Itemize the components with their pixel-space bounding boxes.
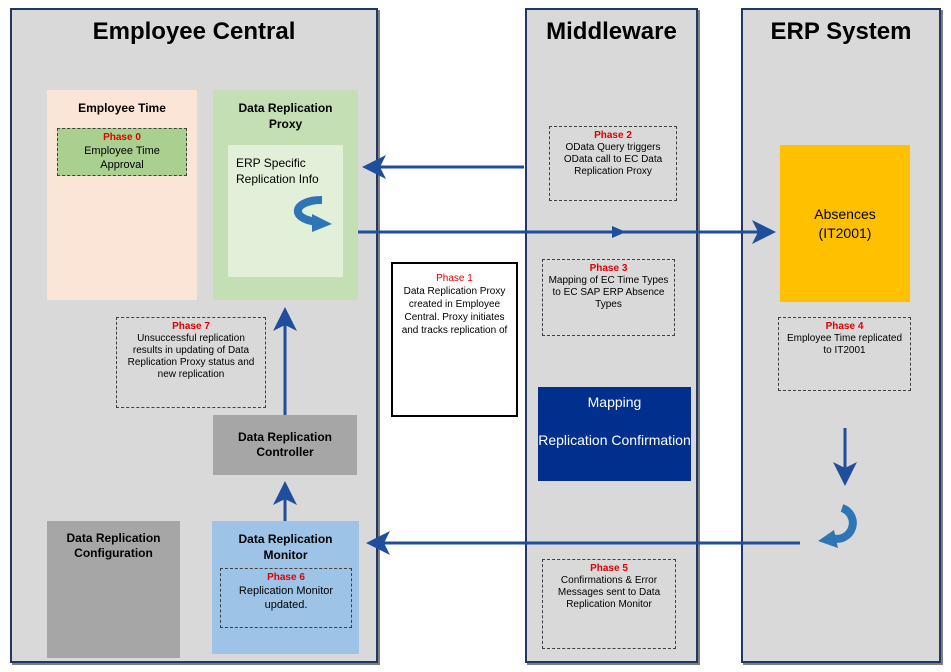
- phase2-text: OData Query triggers OData call to EC Da…: [563, 142, 663, 177]
- employee-time-box: Employee Time Phase 0 Employee Time Appr…: [47, 90, 197, 300]
- phase0-note: Phase 0 Employee Time Approval: [57, 128, 187, 176]
- phase3-label: Phase 3: [589, 263, 628, 274]
- data-replication-configuration-title: Data Replication Configuration: [66, 531, 161, 560]
- phase6-text: Replication Monitor updated.: [238, 585, 334, 611]
- phase2-label: Phase 2: [594, 130, 632, 141]
- mapping-box: Mapping Replication Confirmation: [538, 387, 691, 481]
- erp-specific-replication-info-box: ERP Specific Replication Info: [228, 145, 343, 277]
- employee-central-title: Employee Central: [92, 18, 296, 45]
- phase1-box: Phase 1 Data Replication Proxy created i…: [391, 262, 518, 417]
- data-replication-controller-title: Data Replication Controller: [237, 430, 333, 459]
- phase0-label: Phase 0: [103, 132, 141, 143]
- erp-specific-replication-info-text: ERP Specific Replication Info: [236, 156, 319, 186]
- absences-title: Absences (IT2001): [814, 205, 876, 241]
- data-replication-controller-box: Data Replication Controller: [213, 415, 357, 475]
- phase5-text: Confirmations & Error Messages sent to D…: [557, 575, 661, 610]
- phase4-label: Phase 4: [825, 321, 864, 332]
- phase5-label: Phase 5: [590, 563, 628, 574]
- phase2-note: Phase 2 OData Query triggers OData call …: [549, 126, 677, 201]
- erp-system-title: ERP System: [770, 18, 912, 45]
- data-replication-proxy-title: Data Replication Proxy: [238, 101, 333, 131]
- phase7-text: Unsuccessful replication results in upda…: [127, 333, 255, 380]
- phase4-note: Phase 4 Employee Time replicated to IT20…: [778, 317, 911, 391]
- phase6-note: Phase 6 Replication Monitor updated.: [220, 568, 352, 628]
- employee-time-title: Employee Time: [78, 101, 166, 115]
- phase6-label: Phase 6: [267, 572, 305, 583]
- phase0-text: Employee Time Approval: [84, 145, 160, 171]
- data-replication-monitor-title: Data Replication Monitor: [238, 532, 333, 562]
- phase3-text: Mapping of EC Time Types to EC SAP ERP A…: [548, 275, 669, 310]
- phase4-text: Employee Time replicated to IT2001: [786, 333, 903, 356]
- phase3-note: Phase 3 Mapping of EC Time Types to EC S…: [542, 259, 675, 336]
- mapping-label: Mapping: [587, 394, 642, 410]
- phase5-note: Phase 5 Confirmations & Error Messages s…: [542, 559, 676, 649]
- middleware-title: Middleware: [546, 18, 677, 45]
- erp-system-panel: ERP System: [741, 8, 941, 663]
- phase1-text: Data Replication Proxy created in Employ…: [401, 286, 508, 336]
- replication-confirmation-label: Replication Confirmation: [538, 432, 691, 448]
- phase7-note: Phase 7 Unsuccessful replication results…: [116, 317, 266, 408]
- phase7-label: Phase 7: [172, 321, 210, 332]
- phase1-label: Phase 1: [436, 273, 473, 284]
- absences-box: Absences (IT2001): [780, 145, 910, 302]
- data-replication-configuration-box: Data Replication Configuration: [47, 521, 180, 658]
